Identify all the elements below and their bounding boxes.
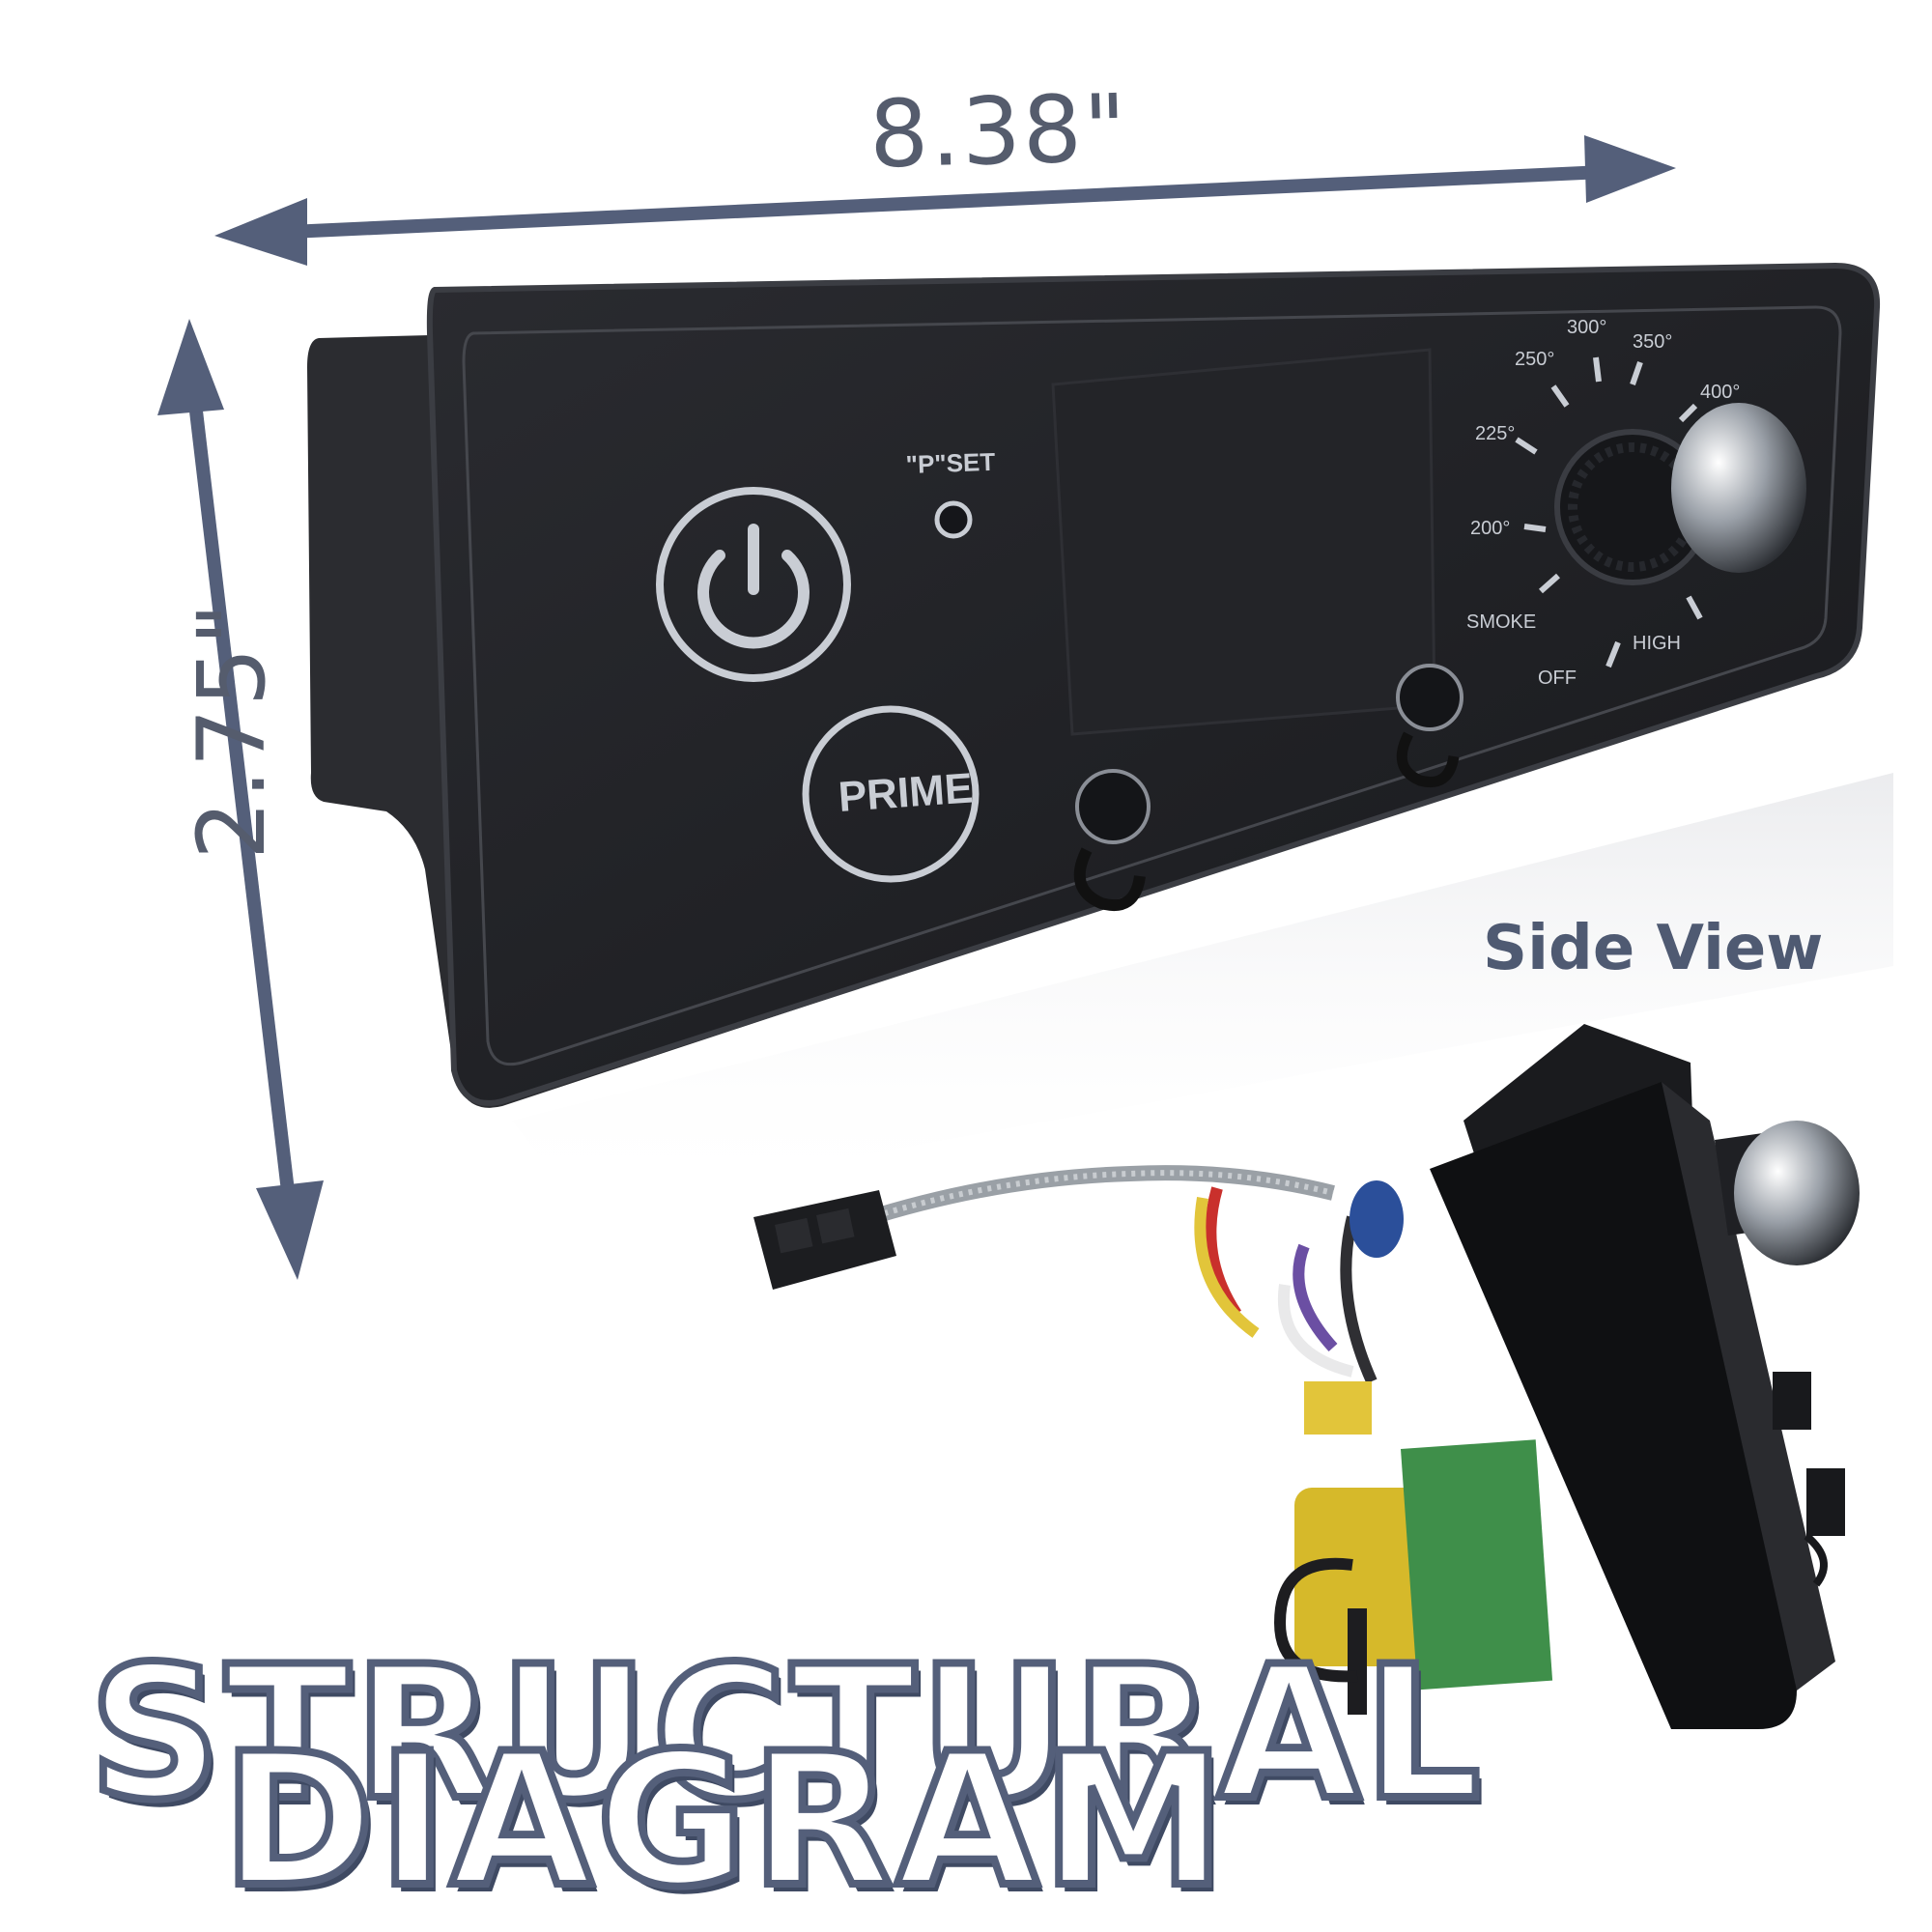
chrome-knob-cap[interactable] [1671, 403, 1806, 573]
dial-mark-high: HIGH [1633, 633, 1681, 654]
probe-port-left[interactable] [1073, 769, 1151, 912]
dial-mark-350: 350° [1633, 331, 1672, 353]
lcd-display [1051, 348, 1436, 736]
dial-mark-200: 200° [1470, 518, 1510, 539]
width-arrow [214, 135, 1676, 266]
title-line-2: DIAGRAM [218, 1714, 1229, 1927]
side-view-unit [753, 1024, 1860, 1729]
circuit-board [1401, 1439, 1553, 1690]
wire-connector [753, 1190, 896, 1290]
power-button[interactable] [656, 487, 851, 682]
panel-reflection [512, 773, 1893, 1208]
p-set-button[interactable] [934, 500, 973, 539]
dial-mark-smoke: SMOKE [1466, 611, 1536, 633]
prime-label: PRIME [837, 764, 974, 821]
probe-port-right[interactable] [1396, 664, 1463, 787]
side-view-label: Side View [1483, 913, 1824, 984]
dial-mark-250: 250° [1515, 349, 1554, 370]
width-dimension-label: 8.38" [867, 73, 1130, 189]
control-panel: "P"SET PRIME [307, 262, 1881, 1108]
power-icon [697, 550, 810, 649]
dial-mark-400: 400° [1700, 382, 1740, 403]
p-set-label: "P"SET [905, 447, 996, 479]
height-dimension-label: 2.75" [178, 601, 286, 860]
dial-mark-off: OFF [1538, 668, 1577, 689]
height-arrow [157, 319, 324, 1280]
prime-button[interactable]: PRIME [802, 705, 980, 883]
side-chrome-knob [1734, 1121, 1860, 1265]
capacitor [1350, 1180, 1404, 1258]
dial-mark-225: 225° [1475, 423, 1515, 444]
housing-side [1430, 1082, 1797, 1729]
transformer [1294, 1488, 1439, 1666]
temperature-dial[interactable] [1515, 356, 1806, 668]
dial-mark-300: 300° [1567, 317, 1606, 338]
title-line-1: STRUCTURAL [85, 1627, 1485, 1840]
